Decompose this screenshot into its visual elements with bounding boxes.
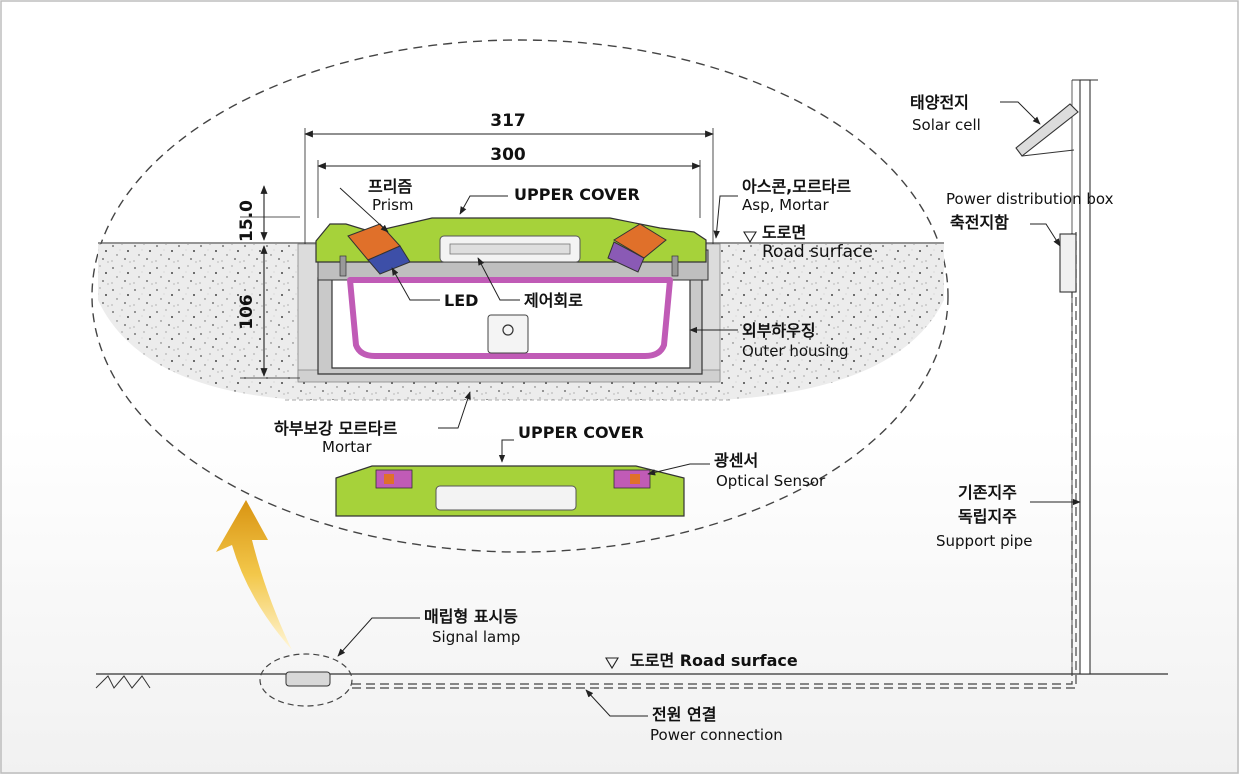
label-asp-ko: 아스콘,모르타르 bbox=[742, 177, 851, 196]
label-prism-en: Prism bbox=[372, 196, 414, 214]
road-surface-marker bbox=[743, 231, 757, 244]
power-cable bbox=[352, 232, 1073, 685]
label-support-en: Support pipe bbox=[936, 532, 1033, 550]
leader-solar bbox=[1000, 101, 1041, 125]
label-power-box-ko: 축전지함 bbox=[950, 213, 1009, 232]
solar-bracket bbox=[1021, 149, 1075, 157]
control-board bbox=[449, 243, 571, 255]
label-sensor-en: Optical Sensor bbox=[716, 472, 826, 490]
label-sensor-ko: 광센서 bbox=[714, 451, 758, 470]
cover-detail-prism-left bbox=[384, 474, 394, 484]
leader-upper-cover bbox=[459, 195, 508, 215]
leader-power bbox=[585, 689, 648, 717]
label-solar-ko: 태양전지 bbox=[910, 93, 969, 112]
label-mortar-en: Mortar bbox=[322, 438, 372, 456]
leader-mortar bbox=[438, 391, 471, 429]
leader-signal-lamp bbox=[337, 617, 420, 657]
label-power-ko: 전원 연결 bbox=[652, 705, 716, 724]
signal-lamp bbox=[285, 671, 331, 687]
leader-upper-cover-2 bbox=[498, 439, 514, 463]
dim-top-height-label: 15.0 bbox=[237, 200, 257, 242]
label-signal-ko: 매립형 표시등 bbox=[424, 607, 518, 626]
label-road-en: Road surface bbox=[762, 242, 873, 262]
label-support-ko-2: 독립지주 bbox=[958, 507, 1017, 526]
detail-callout-ellipse bbox=[91, 39, 949, 553]
leader-control bbox=[477, 257, 520, 301]
dim-inner-width: 300 bbox=[490, 145, 526, 165]
leader-asp bbox=[713, 195, 738, 239]
label-signal-en: Signal lamp bbox=[432, 628, 520, 646]
screw-icon bbox=[502, 324, 514, 336]
inner-body bbox=[347, 277, 673, 359]
label-road-ko: 도로면 bbox=[762, 223, 806, 242]
screw-right bbox=[671, 255, 679, 277]
label-upper-cover-1: UPPER COVER bbox=[514, 185, 640, 204]
power-distribution-box bbox=[1059, 233, 1077, 293]
ground-road-marker bbox=[605, 657, 619, 670]
led-left bbox=[367, 245, 411, 275]
leader-led bbox=[391, 267, 440, 301]
solar-panel bbox=[1015, 103, 1079, 157]
signal-lamp-callout bbox=[259, 653, 353, 707]
leader-sensor bbox=[647, 463, 710, 476]
label-led: LED bbox=[444, 291, 478, 310]
label-asp-en: Asp, Mortar bbox=[742, 196, 829, 214]
label-housing-en: Outer housing bbox=[742, 342, 849, 360]
support-pole bbox=[1079, 79, 1091, 675]
control-module bbox=[487, 314, 529, 354]
label-solar-en: Solar cell bbox=[912, 116, 981, 134]
label-control-ko: 제어회로 bbox=[524, 291, 583, 310]
label-support-ko-1: 기존지주 bbox=[958, 483, 1017, 502]
label-ground-road: 도로면 Road surface bbox=[630, 651, 798, 670]
ground-hatch bbox=[95, 675, 151, 689]
leader-prism bbox=[339, 187, 389, 233]
led-right bbox=[607, 241, 645, 273]
label-power-box-en: Power distribution box bbox=[946, 190, 1114, 208]
dim-main-height-label: 106 bbox=[237, 294, 257, 330]
screw-left bbox=[339, 255, 347, 277]
label-upper-cover-2: UPPER COVER bbox=[518, 423, 644, 442]
label-housing-ko: 외부하우징 bbox=[742, 321, 816, 340]
prism-right bbox=[613, 223, 667, 259]
cover-detail-prism-right bbox=[630, 474, 640, 484]
label-prism-ko: 프리즘 bbox=[368, 177, 412, 196]
power-cable-2 bbox=[352, 232, 1077, 689]
zoom-arrow-icon bbox=[216, 500, 292, 650]
leader-power-box bbox=[1030, 223, 1061, 247]
label-power-en: Power connection bbox=[650, 726, 783, 744]
cover-detail-window bbox=[435, 485, 577, 511]
dim-outer-width: 317 bbox=[490, 111, 526, 131]
label-mortar-ko: 하부보강 모르타르 bbox=[274, 419, 398, 438]
